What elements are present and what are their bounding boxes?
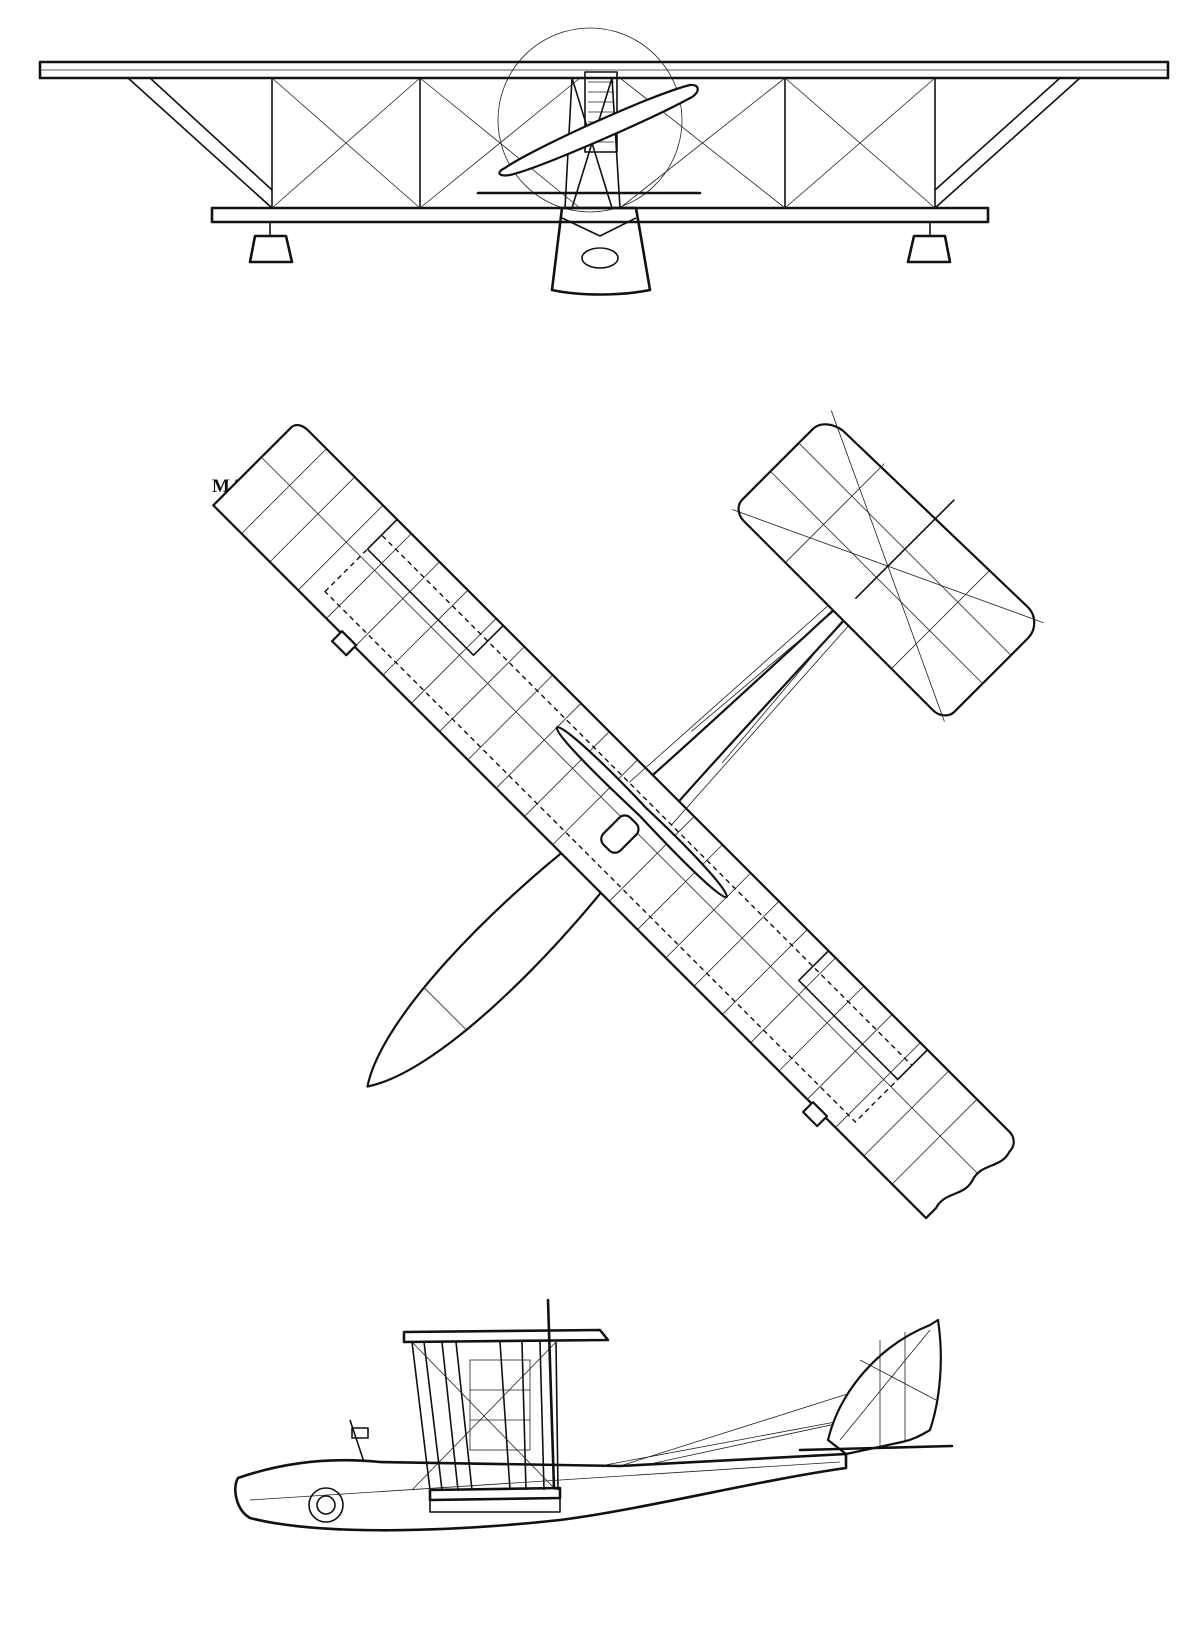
interplane-struts <box>127 77 1081 209</box>
front-view <box>38 27 1170 296</box>
bracing-wires <box>271 77 936 209</box>
plan-wing <box>212 423 1015 1220</box>
float-left <box>248 234 294 264</box>
plan-engine <box>600 814 640 854</box>
hull-step <box>429 1497 561 1513</box>
wing-ribs <box>241 448 978 1185</box>
bow-gun <box>349 1419 369 1463</box>
side-roundel-outer <box>308 1487 344 1523</box>
plan-tailplane <box>737 423 1036 717</box>
side-propeller <box>546 1298 556 1490</box>
plan-propeller <box>555 726 728 899</box>
side-hull <box>234 1452 848 1532</box>
wing-spar <box>261 456 979 1175</box>
propeller-blade <box>498 83 699 177</box>
plan-float-right <box>801 1101 829 1128</box>
propeller-disc <box>497 27 683 213</box>
aileron-right <box>797 950 929 1081</box>
plan-rudder-post <box>854 499 955 600</box>
hull-bow-ring <box>581 247 619 269</box>
plan-float-left <box>330 630 358 657</box>
side-roundel-inner <box>316 1495 336 1515</box>
aileron-left <box>366 518 504 657</box>
side-view <box>234 1298 954 1532</box>
front-lower-wing <box>210 206 990 224</box>
side-tailplane <box>798 1444 954 1452</box>
front-hull <box>550 206 652 296</box>
plan-view <box>212 410 1044 1220</box>
front-upper-wing <box>38 60 1170 80</box>
float-right <box>906 234 952 264</box>
side-upper-wing <box>402 1328 610 1344</box>
